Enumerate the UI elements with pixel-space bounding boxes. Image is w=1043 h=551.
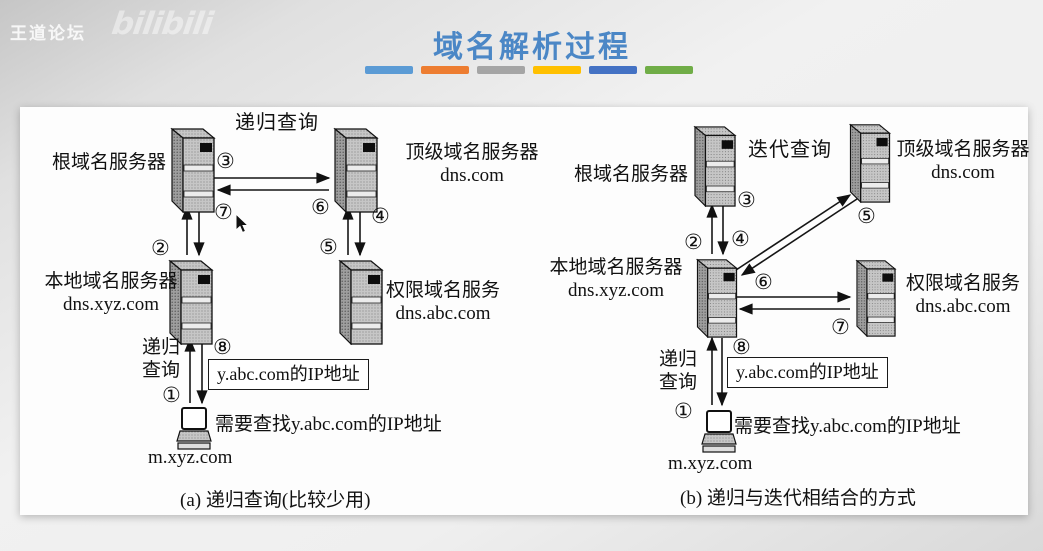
recursive-line2: 查询 [141,360,180,381]
query-mode-label: 迭代查询 [748,139,832,161]
root-dns-server-label: 根域名服务器 [51,152,166,173]
tld-dns-server-label: 顶级域名服务器 dns.com [873,138,1043,184]
channel-watermark: 王道论坛 [10,24,86,43]
dash-orange [421,66,469,74]
host-computer-icon [701,410,737,453]
root-dns-server-label: 根域名服务器 [573,164,688,185]
auth-dns-server-label: 权限域名服务 dns.abc.com [363,279,523,325]
local-server-name: 本地域名服务器 [44,271,178,292]
step-6: ⑥ [754,270,773,294]
local-server-domain: dns.xyz.com [567,280,665,301]
local-server-name: 本地域名服务器 [549,257,683,278]
root-dns-server-icon [694,126,736,207]
step-7: ⑦ [214,200,233,224]
step-1: ① [674,399,693,423]
host-domain-label: m.xyz.com [148,447,233,468]
caption-a: (a) 递归查询(比较少用) [180,490,371,511]
step-7: ⑦ [831,315,850,339]
step-6: ⑥ [311,195,330,219]
local-server-domain: dns.xyz.com [62,294,160,315]
tld-server-domain: dns.com [931,162,995,183]
dash-gray [477,66,525,74]
mouse-cursor [236,214,249,233]
tld-dns-server-label: 顶级域名服务器 dns.com [382,141,562,187]
tld-server-name: 顶级域名服务器 [405,142,539,163]
step-8: ⑧ [732,335,751,359]
auth-server-domain: dns.abc.com [915,296,1011,317]
local-dns-server-icon [696,259,738,338]
step-5: ⑤ [319,235,338,259]
caption-b: (b) 递归与迭代相结合的方式 [680,488,916,509]
host-need-label: 需要查找y.abc.com的IP地址 [734,416,961,437]
tld-server-domain: dns.com [440,165,504,186]
auth-server-name: 权限域名服务 [385,280,500,301]
step-4: ④ [371,204,390,228]
slide-content-panel: 递归查询 根域名服务器 顶级域名服务器 dns.com 本地域名服务器 dns.… [20,107,1030,515]
ip-result-box: y.abc.com的IP地址 [727,357,888,388]
host-computer-icon [176,407,212,450]
query-mode-label: 递归查询 [235,112,319,134]
dash-green [645,66,693,74]
dash-blue [365,66,413,74]
step-1: ① [162,383,181,407]
host-need-label: 需要查找y.abc.com的IP地址 [215,414,442,435]
recursive-line2: 查询 [658,372,697,393]
local-dns-server-label: 本地域名服务器 dns.xyz.com [31,270,191,316]
host-domain-label: m.xyz.com [668,453,753,474]
recursive-line1: 递归 [141,337,180,358]
page-title: 域名解析过程 [433,31,631,64]
step-2: ② [151,236,170,260]
root-dns-server-icon [171,128,215,213]
ip-result-box: y.abc.com的IP地址 [208,359,369,390]
dash-gold [533,66,581,74]
auth-dns-server-label: 权限域名服务 dns.abc.com [883,272,1043,318]
auth-server-name: 权限域名服务 [905,273,1020,294]
step-3: ③ [737,188,756,212]
step-2: ② [684,230,703,254]
local-dns-server-label: 本地域名服务器 dns.xyz.com [536,256,696,302]
step-5: ⑤ [857,204,876,228]
step-4: ④ [731,227,750,251]
recursive-query-vertical-label: 递归 查询 [138,336,184,382]
recursive-query-vertical-label: 递归 查询 [655,348,701,394]
recursive-line1: 递归 [658,349,697,370]
auth-server-domain: dns.abc.com [395,303,491,324]
step-8: ⑧ [213,335,232,359]
dash-darkblue [589,66,637,74]
tld-dns-server-icon [334,128,378,213]
step-3: ③ [216,149,235,173]
title-underline-dashes [365,66,693,74]
tld-server-name: 顶级域名服务器 [896,139,1030,160]
